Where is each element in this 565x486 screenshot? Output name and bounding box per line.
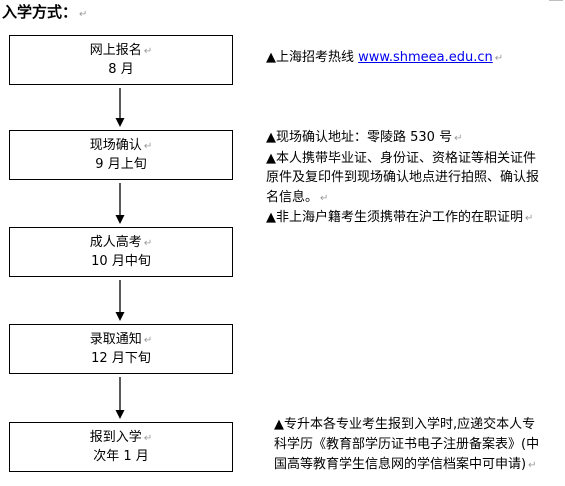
step-name: 网上报名↵: [89, 42, 153, 58]
down-arrow-icon: [115, 88, 125, 127]
note-line: 国高等教育学生信息网的学信档案中可申请)↵: [274, 457, 537, 472]
page-corner-mark: [549, 0, 563, 10]
step-date: 9 月上旬: [95, 156, 147, 172]
note-enrollment: ▲专升本各专业考生报到入学时,应递交本人专 科学历《教育部学历证书电子注册备案表…: [274, 415, 539, 476]
down-arrow-icon: [115, 280, 125, 321]
paragraph-mark-icon: ↵: [494, 53, 504, 64]
paragraph-mark-icon: ↵: [143, 237, 153, 249]
note-confirmation: ▲现场确认地址：零陵路 530 号↵ ▲本人携带毕业证、身份证、资格证等相关证件…: [266, 128, 539, 229]
note-line: ▲非上海户籍考生须携带在沪工作的在职证明↵: [266, 210, 534, 225]
hotline-text: ▲上海招考热线: [266, 50, 359, 65]
note-line: ▲现场确认地址：零陵路 530 号↵: [266, 130, 463, 145]
website-link[interactable]: www.shmeea.edu.cn: [358, 50, 493, 65]
down-arrow-icon: [115, 377, 125, 419]
paragraph-mark-icon: ↵: [79, 9, 88, 20]
paragraph-mark-icon: ↵: [454, 133, 463, 144]
note-line: 名信息。↵: [266, 189, 329, 205]
step-name: 报到入学↵: [89, 429, 153, 445]
flow-step-online-registration: 网上报名↵ 8 月: [9, 35, 233, 85]
note-line: 科学历《教育部学历证书电子注册备案表》(中: [274, 437, 540, 452]
paragraph-mark-icon: ↵: [320, 192, 329, 204]
step-name: 录取通知↵: [89, 331, 153, 347]
flow-step-adult-exam: 成人高考↵ 10 月中旬: [9, 227, 233, 277]
step-name: 现场确认↵: [89, 137, 153, 153]
paragraph-mark-icon: ↵: [528, 460, 537, 471]
paragraph-mark-icon: ↵: [143, 334, 153, 346]
paragraph-mark-icon: ↵: [143, 140, 153, 152]
step-date: 10 月中旬: [91, 253, 151, 269]
page-title-text: 入学方式：: [2, 3, 78, 21]
flow-step-admission-notice: 录取通知↵ 12 月下旬: [9, 324, 233, 374]
step-date: 8 月: [108, 61, 134, 77]
paragraph-mark-icon: ↵: [143, 45, 153, 57]
note-hotline: ▲上海招考热线 www.shmeea.edu.cn↵: [266, 50, 503, 67]
paragraph-mark-icon: ↵: [143, 432, 153, 444]
note-line: ▲本人携带毕业证、身份证、资格证等相关证件: [266, 150, 536, 166]
paragraph-mark-icon: ↵: [525, 213, 534, 224]
flow-step-enrollment: 报到入学↵ 次年 1 月: [9, 422, 233, 472]
step-date: 次年 1 月: [93, 448, 149, 464]
step-date: 12 月下旬: [91, 350, 151, 366]
flow-step-onsite-confirmation: 现场确认↵ 9 月上旬: [9, 130, 233, 180]
note-line: ▲专升本各专业考生报到入学时,应递交本人专: [274, 417, 536, 432]
down-arrow-icon: [115, 183, 125, 224]
step-name: 成人高考↵: [89, 234, 153, 250]
page-title: 入学方式：↵: [2, 1, 87, 22]
note-line: 原件及复印件到现场确认地点进行拍照、确认报: [266, 170, 540, 185]
